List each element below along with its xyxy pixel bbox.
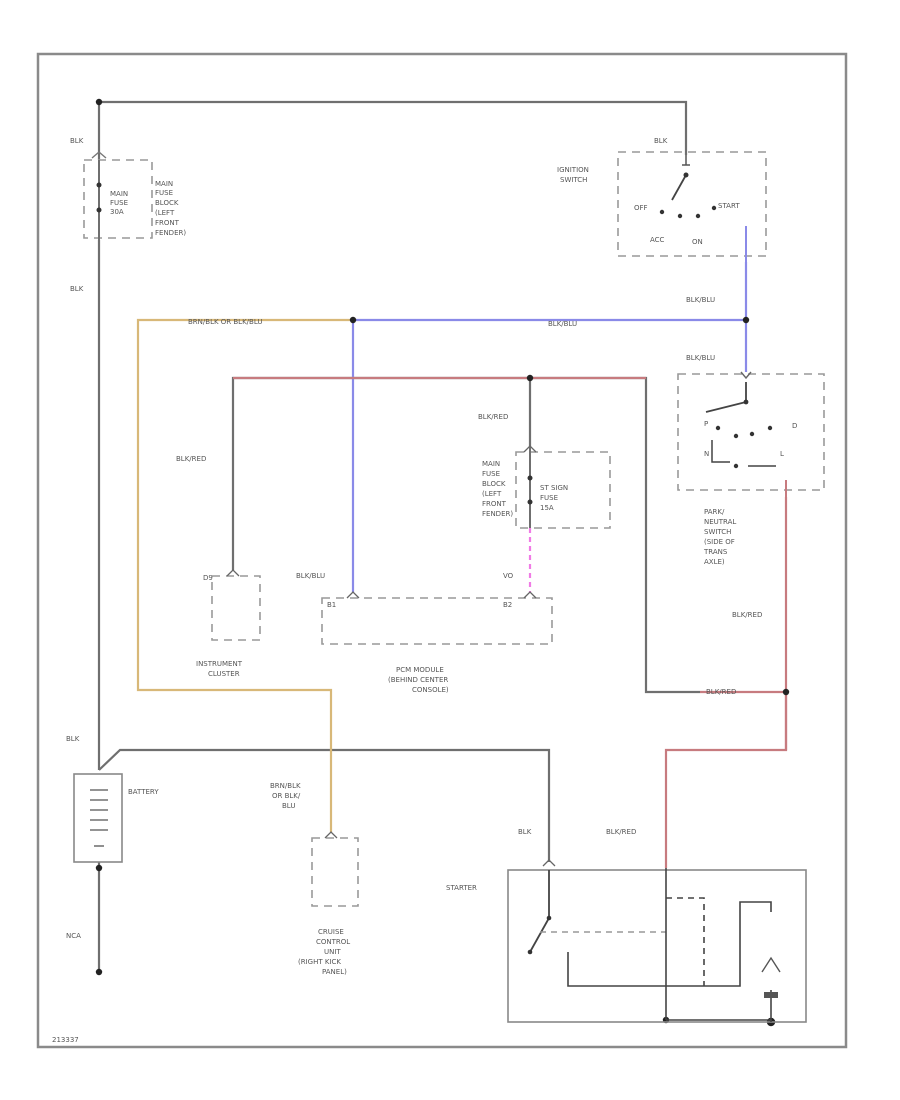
center-fuse-block-5: FRONT xyxy=(482,500,507,508)
wire-label-blk-top: BLK xyxy=(70,137,84,145)
battery: BATTERY xyxy=(73,773,159,863)
wire-label-blk-red-center: BLK/RED xyxy=(478,413,508,421)
wire-label-blk-red-lower: BLK/RED xyxy=(706,688,736,696)
center-fuse-block-2: FUSE xyxy=(482,470,500,478)
cruise-control-unit: BRN/BLK OR BLK/ BLU CRUISE CONTROL UNIT … xyxy=(270,782,359,976)
ignition-acc-label: ACC xyxy=(650,236,665,244)
wire-label-brn-or-blu: BRN/BLK OR BLK/BLU xyxy=(188,318,263,326)
pcm-name-3: CONSOLE) xyxy=(412,686,449,694)
starter: STARTER xyxy=(446,859,807,1023)
cruise-name-3: UNIT xyxy=(324,948,341,956)
center-fuse-block: MAIN FUSE BLOCK (LEFT FRONT FENDER) ST S… xyxy=(482,445,611,529)
instrument-cluster-name-1: INSTRUMENT xyxy=(196,660,243,668)
pcm-pin-right: B2 xyxy=(503,601,512,609)
wire-label-blk-ign: BLK xyxy=(654,137,668,145)
st-fuse-label-1: ST SIGN xyxy=(540,484,568,492)
main-fuse-block-5: FRONT xyxy=(155,219,180,227)
pcm-input-wire-label: BLK/BLU xyxy=(296,572,325,580)
main-fuse-block-1: MAIN xyxy=(155,180,173,188)
cruise-wire-label-1: BRN/BLK xyxy=(270,782,301,790)
center-fuse-block-1: MAIN xyxy=(482,460,500,468)
ignition-switch-name-2: SWITCH xyxy=(560,176,587,184)
center-fuse-block-6: FENDER) xyxy=(482,510,513,518)
png-l-label: L xyxy=(780,450,784,458)
instrument-cluster-pin: D9 xyxy=(203,574,213,582)
cruise-wire-label-2: OR BLK/ xyxy=(272,792,301,800)
battery-label: BATTERY xyxy=(128,788,159,796)
cruise-name-4: (RIGHT KICK xyxy=(298,958,341,966)
ignition-off-label: OFF xyxy=(634,204,648,212)
wire-label-blk-left: BLK xyxy=(70,285,84,293)
png-d-label: D xyxy=(792,422,797,430)
main-fuse-block-6: FENDER) xyxy=(155,229,186,237)
wire-label-blk-red-starter: BLK/RED xyxy=(606,828,636,836)
png-n-label: N xyxy=(704,450,709,458)
png-p-label: P xyxy=(704,420,708,428)
wire-label-blk-starter: BLK xyxy=(518,828,532,836)
png-name-3: SWITCH xyxy=(704,528,731,536)
wire-labels: BLK BLK BLK BRN/BLK OR BLK/BLU BLK/BLU B… xyxy=(66,137,762,940)
main-fuse-block-3: BLOCK xyxy=(155,199,179,207)
png-name-5: TRANS xyxy=(703,548,728,556)
st-fuse-label-2: FUSE xyxy=(540,494,558,502)
main-fuse-block-2: FUSE xyxy=(155,189,173,197)
cruise-name-1: CRUISE xyxy=(318,928,344,936)
ignition-on-label: ON xyxy=(692,238,703,246)
diagram-frame xyxy=(36,52,848,1049)
pcm-name-2: (BEHIND CENTER xyxy=(388,676,448,684)
starter-label: STARTER xyxy=(446,884,477,892)
cruise-name-5: PANEL) xyxy=(322,968,347,976)
pcm-module: BLK/BLU VO B1 B2 PCM MODULE (BEHIND CENT… xyxy=(296,572,553,694)
png-name-4: (SIDE OF xyxy=(704,538,735,546)
wire-label-blk-blu-right: BLK/BLU xyxy=(686,296,715,304)
center-fuse-block-3: BLOCK xyxy=(482,480,506,488)
ignition-start-label: START xyxy=(718,202,740,210)
wire-label-blk-blu-mid: BLK/BLU xyxy=(548,320,577,328)
wire-label-blk-battery: BLK xyxy=(66,735,80,743)
orange-wires xyxy=(136,318,353,832)
center-fuse-block-4: (LEFT xyxy=(482,490,502,498)
figure-id: 213337 xyxy=(52,1036,79,1044)
st-fuse-label-3: 15A xyxy=(540,504,554,512)
pcm-name-1: PCM MODULE xyxy=(396,666,444,674)
blue-wires xyxy=(351,262,748,592)
instrument-cluster: D9 INSTRUMENT CLUSTER xyxy=(196,569,261,678)
splice-dots xyxy=(95,98,790,1027)
pcm-pin-left: B1 xyxy=(327,601,336,609)
main-fuse-label-1: MAIN xyxy=(110,190,128,198)
park-neutral-switch: P D N L PARK/ NEUTRAL SWITCH (SIDE OF TR… xyxy=(677,371,825,566)
instrument-cluster-name-2: CLUSTER xyxy=(208,670,240,678)
main-fuse-label-2: FUSE xyxy=(110,199,128,207)
cruise-name-2: CONTROL xyxy=(316,938,350,946)
ignition-switch-name-1: IGNITION xyxy=(557,166,589,174)
red-wires xyxy=(233,376,788,868)
main-fuse-label-3: 30A xyxy=(110,208,124,216)
wire-label-blk-red-right: BLK/RED xyxy=(732,611,762,619)
pcm-vo-label: VO xyxy=(503,572,514,580)
png-name-1: PARK/ xyxy=(704,508,725,516)
cruise-wire-label-3: BLU xyxy=(282,802,295,810)
main-fuse-left: MAIN FUSE 30A MAIN FUSE BLOCK (LEFT FRON… xyxy=(83,151,186,240)
png-name-2: NEUTRAL xyxy=(704,518,736,526)
black-wires xyxy=(97,100,700,972)
wire-label-nca: NCA xyxy=(66,932,81,940)
wire-label-blk-red-left: BLK/RED xyxy=(176,455,206,463)
ignition-switch: IGNITION SWITCH OFF START ACC ON xyxy=(557,151,767,262)
main-fuse-block-4: (LEFT xyxy=(155,209,175,217)
png-name-6: AXLE) xyxy=(704,558,725,566)
wire-label-blk-blu-png: BLK/BLU xyxy=(686,354,715,362)
